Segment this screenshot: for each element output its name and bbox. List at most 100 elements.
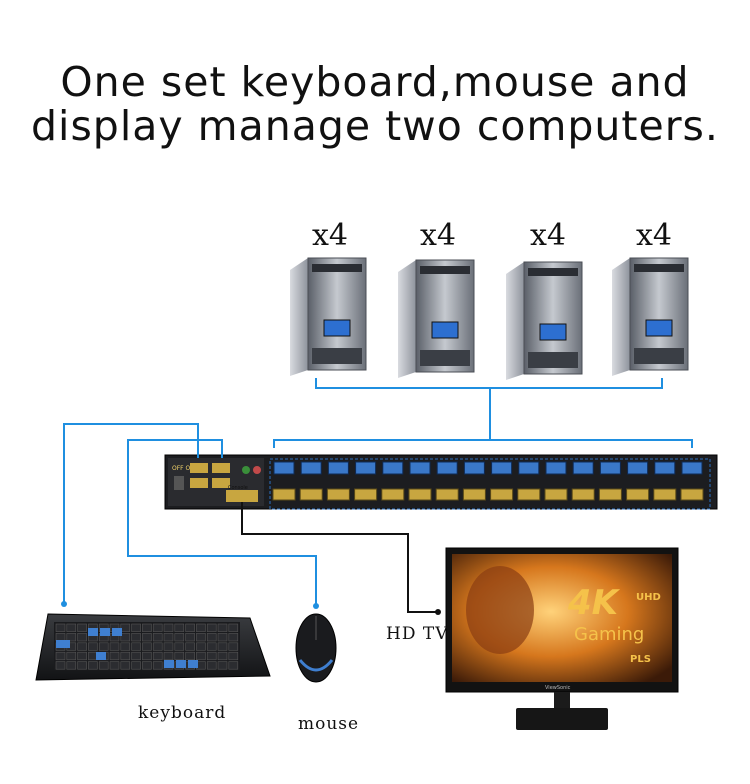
usb-port[interactable] xyxy=(273,461,295,475)
keyboard-key xyxy=(206,642,217,651)
usb-port[interactable] xyxy=(627,461,649,475)
hdmi-port[interactable] xyxy=(626,488,650,501)
keyboard-key xyxy=(196,651,206,661)
hdmi-port[interactable] xyxy=(544,488,568,501)
usb-port[interactable] xyxy=(681,461,703,475)
keyboard-key xyxy=(109,661,120,670)
usb-port[interactable] xyxy=(545,461,567,475)
usb-port[interactable] xyxy=(518,461,540,475)
usb-port[interactable] xyxy=(409,461,431,475)
hdmi-port[interactable] xyxy=(490,488,514,501)
keyboard-key xyxy=(152,642,163,651)
usb-port[interactable] xyxy=(599,461,621,475)
hdmi-port[interactable] xyxy=(326,488,350,501)
hdmi-port[interactable] xyxy=(598,488,622,501)
keyboard-key xyxy=(196,623,206,632)
hdmi-port[interactable] xyxy=(517,488,541,501)
keyboard-key xyxy=(228,651,239,661)
headline-line-1: One set keyboard,mouse and xyxy=(60,58,690,106)
hdmi-port[interactable] xyxy=(680,488,704,501)
keyboard-key xyxy=(163,651,174,661)
keyboard-key xyxy=(206,651,217,661)
keyboard-key xyxy=(163,633,174,642)
computer-bracket xyxy=(273,378,693,448)
keyboard-key xyxy=(77,623,87,632)
kvm-console-label: Console xyxy=(228,485,248,491)
keyboard-key xyxy=(88,661,98,670)
keyboard-key xyxy=(66,623,77,632)
computer-qty-3: x4 xyxy=(530,218,567,253)
computer-qty-4: x4 xyxy=(636,218,673,253)
keyboard-key xyxy=(120,651,131,661)
power-switch[interactable] xyxy=(174,476,184,490)
keyboard-key xyxy=(120,623,131,632)
kvm-front-label: OFF ON xyxy=(172,465,195,472)
hdmi-port[interactable] xyxy=(272,488,296,501)
computer-tower-1 xyxy=(290,257,367,376)
keyboard-key xyxy=(131,633,141,642)
headline-line-2: display manage two computers. xyxy=(31,102,719,150)
hdmi-port[interactable] xyxy=(571,488,595,501)
computer-qty-1: x4 xyxy=(312,218,349,253)
computer-tower-3 xyxy=(506,261,583,380)
hdmi-port[interactable] xyxy=(435,488,459,501)
keyboard-key xyxy=(152,623,163,632)
keyboard-key xyxy=(142,661,152,670)
keyboard-key xyxy=(174,651,185,661)
keyboard-key xyxy=(66,661,77,670)
keyboard-key xyxy=(185,642,195,651)
keyboard-key xyxy=(88,642,98,651)
usb-port[interactable] xyxy=(355,461,377,475)
keyboard-key xyxy=(206,623,217,632)
keyboard-key xyxy=(217,661,228,670)
mouse xyxy=(295,613,337,683)
keyboard-key xyxy=(217,623,228,632)
usb-port[interactable] xyxy=(491,461,513,475)
keyboard-keys xyxy=(54,622,240,670)
keyboard-key xyxy=(228,642,239,651)
keyboard-key xyxy=(174,633,185,642)
hdmi-port[interactable] xyxy=(653,488,677,501)
keyboard-key xyxy=(77,633,87,642)
hdmi-port[interactable] xyxy=(354,488,378,501)
mouse-label: mouse xyxy=(298,714,360,734)
hdmi-port[interactable] xyxy=(408,488,432,501)
console-hdmi-port[interactable] xyxy=(226,490,258,502)
keyboard-key xyxy=(228,633,239,642)
keyboard-key xyxy=(77,642,87,651)
usb-port[interactable] xyxy=(436,461,458,475)
keyboard-key xyxy=(55,633,66,642)
usb-port[interactable] xyxy=(572,461,594,475)
monitor: 4K UHD Gaming PLS ViewSonic xyxy=(445,547,679,730)
keyboard-key xyxy=(174,642,185,651)
keyboard-key xyxy=(196,633,206,642)
usb-port[interactable] xyxy=(300,461,322,475)
link-lines xyxy=(61,423,441,615)
monitor-badge-pls: PLS xyxy=(630,654,651,665)
keyboard-key xyxy=(77,661,87,670)
monitor-badge-uhd: UHD xyxy=(636,592,661,603)
keyboard-key xyxy=(152,661,163,670)
headline: One set keyboard,mouse and display manag… xyxy=(0,60,750,148)
keyboard-key xyxy=(206,633,217,642)
keyboard-key xyxy=(77,651,87,661)
computer-qty-2: x4 xyxy=(420,218,457,253)
keyboard-label: keyboard xyxy=(138,703,227,723)
hdmi-port[interactable] xyxy=(381,488,405,501)
keyboard-key xyxy=(152,633,163,642)
usb-port[interactable] xyxy=(654,461,676,475)
keyboard xyxy=(35,613,271,681)
hdmi-port[interactable] xyxy=(299,488,323,501)
computer-tower-4 xyxy=(612,257,689,376)
keyboard-key xyxy=(142,642,152,651)
keyboard-key xyxy=(55,623,66,632)
usb-port[interactable] xyxy=(327,461,349,475)
keyboard-key xyxy=(55,651,66,661)
usb-port[interactable] xyxy=(463,461,485,475)
computer-tower-2 xyxy=(398,259,475,378)
usb-port[interactable] xyxy=(382,461,404,475)
keyboard-key xyxy=(120,633,131,642)
hdmi-port[interactable] xyxy=(462,488,486,501)
keyboard-key xyxy=(185,623,195,632)
